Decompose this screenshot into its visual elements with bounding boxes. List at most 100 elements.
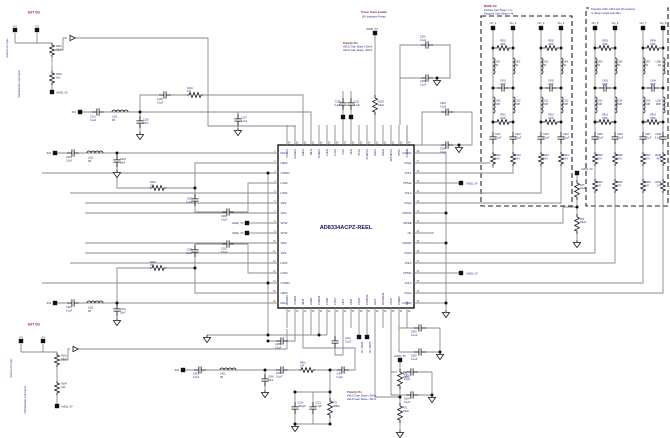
- components.c107.d: C107: [241, 117, 247, 120]
- chip.pins_left.0.name: INH2: [281, 151, 288, 155]
- junction-dot: [115, 151, 119, 155]
- components.cl3.v: 100kΩ: [333, 405, 340, 408]
- chip.pins_left.11.name: LOP3: [281, 261, 288, 265]
- components.pot1.d: R301: [56, 45, 62, 48]
- filter.cols.7.cv: 0.1µF: [655, 136, 662, 139]
- chip.pins_left.14.n: 15: [273, 291, 276, 293]
- junction-dot: [266, 333, 270, 337]
- misc.tp4: TP4: [41, 337, 46, 339]
- chip.pins_bottom.15.name: NC: [405, 301, 409, 305]
- junction-dot: [593, 86, 597, 90]
- power.label: AVDD_5V: [465, 271, 478, 275]
- components.in2s.d: C203: [120, 158, 126, 161]
- notes.cap1: External VG Input: [6, 38, 9, 57]
- connector-pad: [364, 334, 370, 340]
- components.cl1.v: 1000pF: [298, 405, 307, 408]
- components.c602.d: C602: [411, 355, 417, 358]
- wire: [116, 267, 195, 303]
- components.fb3c1.d: C208: [187, 249, 193, 252]
- chip.pins_bottom.11.name: HILO: [373, 299, 377, 305]
- connectors.outputs.0: CH_1: [490, 21, 497, 25]
- chip.pins_left.5.n: 6: [274, 201, 276, 203]
- offpage-arrow-icon: [69, 35, 76, 41]
- components.in4l.v: FB: [220, 376, 223, 379]
- connectors.in4: IN4: [175, 368, 180, 372]
- chip.pins_top.5.n: 59: [328, 142, 331, 144]
- components.c302.v: 0.1µF: [420, 83, 427, 86]
- components.r304.d: R304: [61, 383, 67, 386]
- wire: [73, 37, 296, 129]
- chip.pins_right.5.name: VOH2: [404, 201, 412, 205]
- wire: [434, 206, 577, 224]
- chip.pins_bottom.9.n: 26: [360, 311, 363, 313]
- filter.cols.2.cv: 0.1µF: [543, 136, 550, 139]
- chip.pins_top.9.n: 55: [360, 142, 363, 144]
- connector-pad: [397, 357, 403, 363]
- notes.populate.l2: or design single-pole filter.: [591, 11, 621, 15]
- chip.pins_bottom.10.name: CLMP34: [365, 294, 369, 305]
- connector-pad: [12, 27, 18, 33]
- chip.pins_top.1.n: 63: [296, 142, 299, 144]
- filter.pairs.2.rmv: DNP: [602, 117, 607, 120]
- power.label: AVDD_5V: [55, 90, 68, 94]
- chip.pins_top.13.n: 51: [392, 142, 395, 144]
- junction-dot: [641, 120, 645, 124]
- chip.pins_left.9.n: 10: [273, 241, 276, 243]
- filter.pairs.3.rmv: DNP: [650, 117, 655, 120]
- filter.cols.1.l1v: 0Ω: [515, 64, 518, 67]
- chip.pins_top.9.name: VPS1: [357, 148, 361, 155]
- components.fb2r.v: 274: [150, 185, 155, 188]
- components.fb2c2.v: 0.1µF: [221, 218, 228, 221]
- notes.mode_pin.title: MODE Pin: [484, 4, 497, 8]
- components.c603.d: C603: [404, 375, 410, 378]
- res-h: [542, 118, 560, 126]
- chip.pins_right.14.n: 34: [417, 291, 420, 293]
- junction-dot: [266, 339, 270, 343]
- chip.pins_bottom.5.name: LON4: [325, 297, 329, 305]
- chip.pins_left.10.n: 11: [273, 251, 276, 253]
- junction-dot: [398, 395, 402, 399]
- chip.pins_bottom.1.name: VCM34: [293, 296, 297, 305]
- junction-dot: [661, 46, 665, 50]
- ground-symbol: [432, 77, 442, 86]
- wire: [434, 196, 664, 294]
- res-h: [644, 118, 662, 126]
- components.cl1.d: C120: [298, 402, 304, 405]
- chip.pins_bottom.15.n: 32: [408, 311, 411, 313]
- chip.pins_bottom.6.n: 23: [336, 311, 339, 313]
- components.in2s.v: 18nF: [120, 161, 126, 164]
- notes.mode_pin.l1: Positive Gain Slope = Lo: [484, 8, 513, 12]
- filter.cols.4.l1v: 0Ω: [597, 64, 600, 67]
- filter.pairs.2.cmd: C433: [602, 80, 608, 83]
- chip.pins_bottom.4.n: 21: [320, 311, 323, 313]
- filter.pairs.2.cmv: DNP: [602, 83, 607, 86]
- filter.cols.5.l2v: DNP: [617, 103, 622, 106]
- components.r103.d: R103: [378, 101, 384, 104]
- filter.pairs.1.rmv: DNP: [548, 117, 553, 120]
- chip.pins_top.8.name: VIN1: [349, 149, 353, 155]
- junction-dot: [444, 241, 448, 245]
- chip.pins_right.9.name: COM34: [402, 241, 412, 245]
- chip.pins_top.2.name: LMD1: [301, 148, 305, 156]
- filter.cols.2.l2v: DNP: [543, 103, 548, 106]
- connector-pad: [49, 89, 55, 95]
- wire: [194, 268, 258, 294]
- junction-dot: [613, 86, 617, 90]
- ground-symbol: [441, 309, 451, 319]
- wire: [434, 196, 616, 264]
- junction-dot: [539, 86, 543, 90]
- chip.pins_right.11.n: 37: [417, 261, 420, 263]
- ground-symbol: [395, 429, 405, 438]
- wire: [185, 328, 356, 371]
- connector-pad: [458, 180, 464, 186]
- ground-symbol: [290, 423, 300, 433]
- chip.pins_top.11.name: EN12: [373, 149, 377, 156]
- components.r72.v: 10kΩ: [403, 410, 409, 413]
- chip.pins_right.3.n: 45: [417, 181, 420, 183]
- junction-dot: [138, 110, 142, 114]
- notes.ext_vg: EXT VG: [28, 323, 40, 327]
- chip.pins_top.14.name: VPSV: [397, 149, 401, 156]
- components.r302.v: 1kΩ: [56, 76, 61, 79]
- filter.pairs.0.rtv: DNP: [500, 43, 505, 46]
- components.fb2c2.d: C209: [221, 215, 227, 218]
